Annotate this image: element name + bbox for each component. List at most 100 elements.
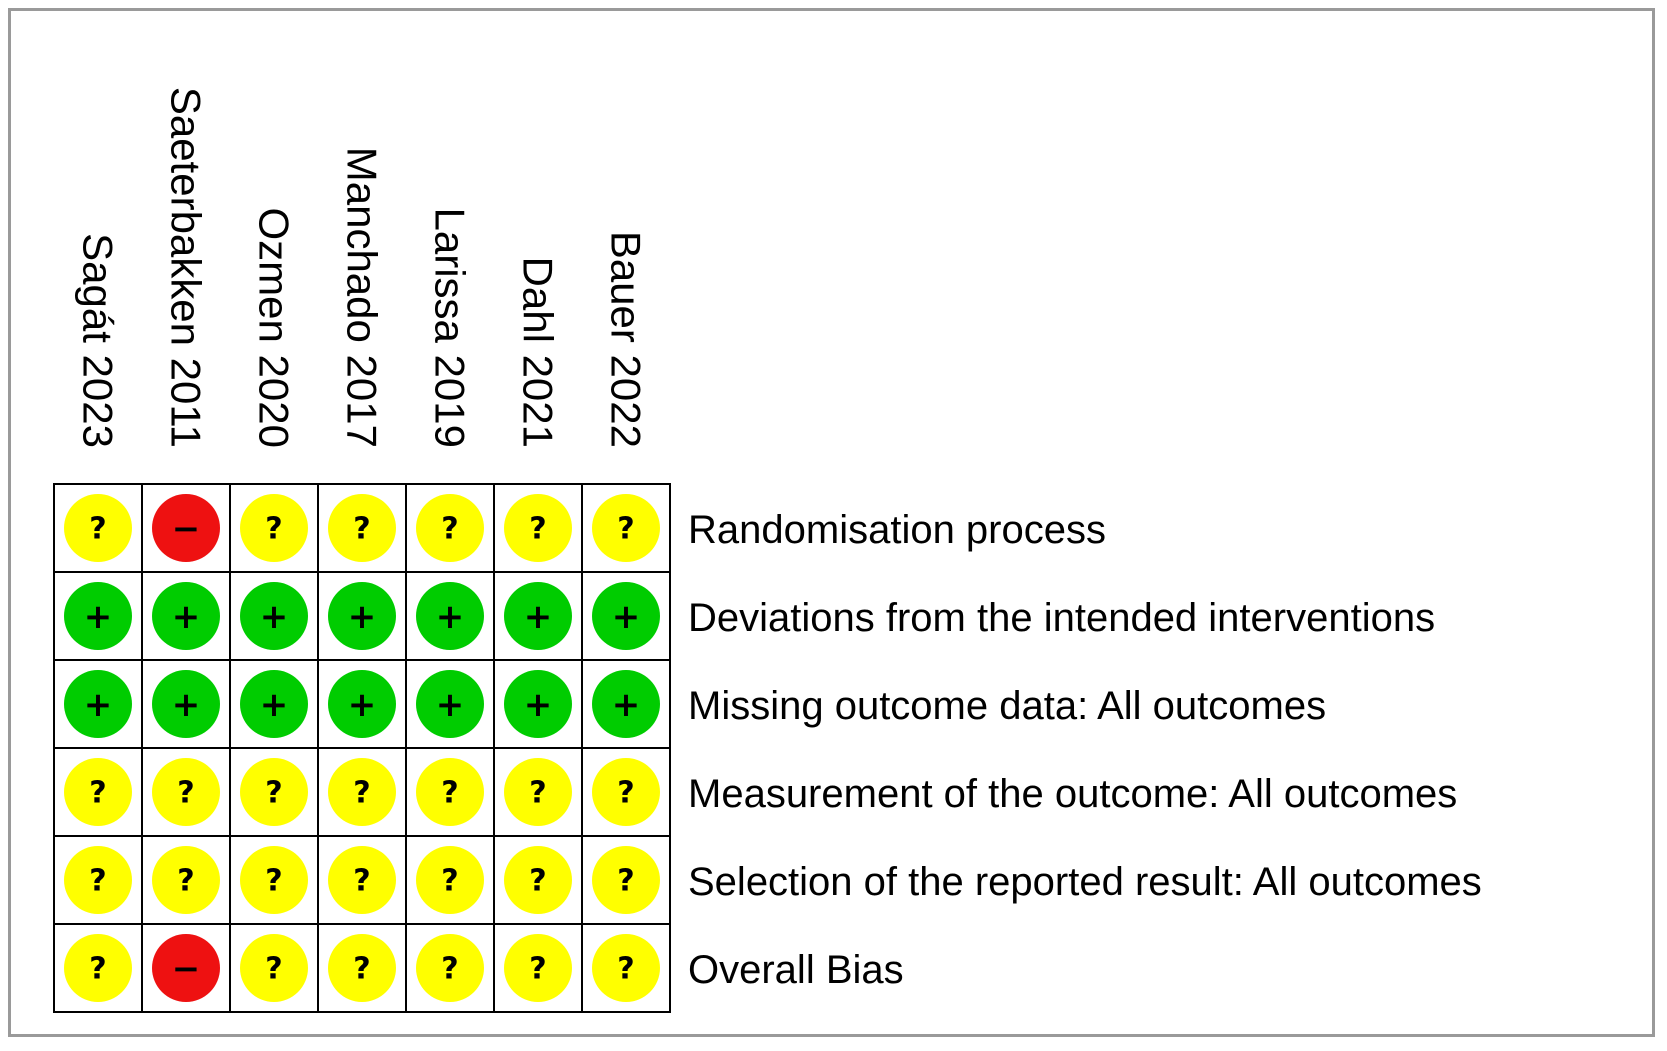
judgement-unclear-circle bbox=[328, 846, 396, 914]
judgement-unclear-circle bbox=[504, 846, 572, 914]
judgement-unclear-circle bbox=[64, 494, 132, 562]
judgement-unclear-circle bbox=[328, 934, 396, 1002]
plus-icon: + bbox=[348, 685, 377, 725]
judgement-unclear-circle bbox=[240, 494, 308, 562]
study-label: Dahl 2021 bbox=[515, 257, 562, 448]
study-label: Bauer 2022 bbox=[603, 231, 650, 448]
domain-label: Measurement of the outcome: All outcomes bbox=[688, 772, 1457, 816]
study-label: Sagát 2023 bbox=[75, 233, 122, 448]
question-icon: ? bbox=[617, 864, 634, 899]
judgement-low-circle bbox=[504, 670, 572, 738]
plus-icon: + bbox=[612, 685, 641, 725]
judgement-unclear-circle bbox=[416, 846, 484, 914]
judgement-unclear-circle bbox=[64, 934, 132, 1002]
judgement-low-circle bbox=[152, 670, 220, 738]
question-icon: ? bbox=[265, 864, 282, 899]
judgement-unclear-circle bbox=[416, 934, 484, 1002]
plus-icon: + bbox=[524, 597, 553, 637]
judgement-low-circle bbox=[328, 670, 396, 738]
domain-label: Selection of the reported result: All ou… bbox=[688, 860, 1482, 904]
study-labels: Sagát 2023 Saeterbakken 2011 Ozmen 2020 Man… bbox=[75, 87, 650, 448]
question-icon: ? bbox=[529, 512, 546, 547]
question-icon: ? bbox=[529, 952, 546, 987]
question-icon: ? bbox=[89, 952, 106, 987]
judgement-low-circle bbox=[328, 582, 396, 650]
plus-icon: + bbox=[260, 685, 289, 725]
study-label: Larissa 2019 bbox=[427, 208, 474, 449]
judgement-unclear-circle bbox=[592, 846, 660, 914]
judgement-low-circle bbox=[592, 670, 660, 738]
question-icon: ? bbox=[89, 512, 106, 547]
judgement-unclear-circle bbox=[240, 934, 308, 1002]
judgement-unclear-circle bbox=[64, 846, 132, 914]
question-icon: ? bbox=[529, 864, 546, 899]
judgement-low-circle bbox=[416, 670, 484, 738]
judgement-unclear-circle bbox=[152, 846, 220, 914]
question-icon: ? bbox=[529, 776, 546, 811]
question-icon: ? bbox=[353, 512, 370, 547]
domain-label: Missing outcome data: All outcomes bbox=[688, 684, 1326, 728]
plus-icon: + bbox=[348, 597, 377, 637]
judgement-unclear-circle bbox=[152, 758, 220, 826]
plus-icon: + bbox=[612, 597, 641, 637]
judgement-high-circle bbox=[152, 494, 220, 562]
question-icon: ? bbox=[617, 512, 634, 547]
judgement-unclear-circle bbox=[240, 846, 308, 914]
judgement-unclear-circle bbox=[592, 494, 660, 562]
question-icon: ? bbox=[89, 864, 106, 899]
judgement-unclear-circle bbox=[592, 758, 660, 826]
judgement-low-circle bbox=[152, 582, 220, 650]
question-icon: ? bbox=[265, 952, 282, 987]
judgement-unclear-circle bbox=[64, 758, 132, 826]
judgement-unclear-circle bbox=[504, 934, 572, 1002]
judgement-low-circle bbox=[416, 582, 484, 650]
judgement-low-circle bbox=[592, 582, 660, 650]
judgement-unclear-circle bbox=[504, 758, 572, 826]
plus-icon: + bbox=[84, 685, 113, 725]
judgement-unclear-circle bbox=[328, 758, 396, 826]
judgement-unclear-circle bbox=[504, 494, 572, 562]
judgement-unclear-circle bbox=[240, 758, 308, 826]
judgement-low-circle bbox=[64, 582, 132, 650]
question-icon: ? bbox=[353, 776, 370, 811]
question-icon: ? bbox=[265, 512, 282, 547]
question-icon: ? bbox=[617, 776, 634, 811]
study-label: Manchado 2017 bbox=[339, 147, 386, 448]
domain-label: Deviations from the intended interventio… bbox=[688, 596, 1435, 640]
question-icon: ? bbox=[441, 952, 458, 987]
study-label: Ozmen 2020 bbox=[251, 208, 298, 448]
question-icon: ? bbox=[617, 952, 634, 987]
plus-icon: + bbox=[172, 597, 201, 637]
minus-icon: − bbox=[172, 509, 201, 549]
question-icon: ? bbox=[441, 776, 458, 811]
domain-label: Overall Bias bbox=[688, 948, 904, 992]
question-icon: ? bbox=[177, 776, 194, 811]
judgement-grid: ? −????? + + + + + + + + + + + + + +??????????????? −???… bbox=[53, 483, 671, 1013]
question-icon: ? bbox=[177, 864, 194, 899]
judgement-high-circle bbox=[152, 934, 220, 1002]
judgement-unclear-circle bbox=[416, 758, 484, 826]
question-icon: ? bbox=[353, 952, 370, 987]
plus-icon: + bbox=[524, 685, 553, 725]
plus-icon: + bbox=[436, 685, 465, 725]
plus-icon: + bbox=[84, 597, 113, 637]
question-icon: ? bbox=[265, 776, 282, 811]
question-icon: ? bbox=[89, 776, 106, 811]
domain-label: Randomisation process bbox=[688, 508, 1106, 552]
judgement-unclear-circle bbox=[592, 934, 660, 1002]
question-icon: ? bbox=[441, 512, 458, 547]
study-label: Saeterbakken 2011 bbox=[163, 87, 210, 448]
judgement-low-circle bbox=[240, 670, 308, 738]
question-icon: ? bbox=[441, 864, 458, 899]
judgement-unclear-circle bbox=[328, 494, 396, 562]
plus-icon: + bbox=[436, 597, 465, 637]
question-icon: ? bbox=[353, 864, 370, 899]
judgement-low-circle bbox=[240, 582, 308, 650]
plus-icon: + bbox=[172, 685, 201, 725]
judgement-unclear-circle bbox=[416, 494, 484, 562]
judgement-low-circle bbox=[64, 670, 132, 738]
minus-icon: − bbox=[172, 949, 201, 989]
plus-icon: + bbox=[260, 597, 289, 637]
